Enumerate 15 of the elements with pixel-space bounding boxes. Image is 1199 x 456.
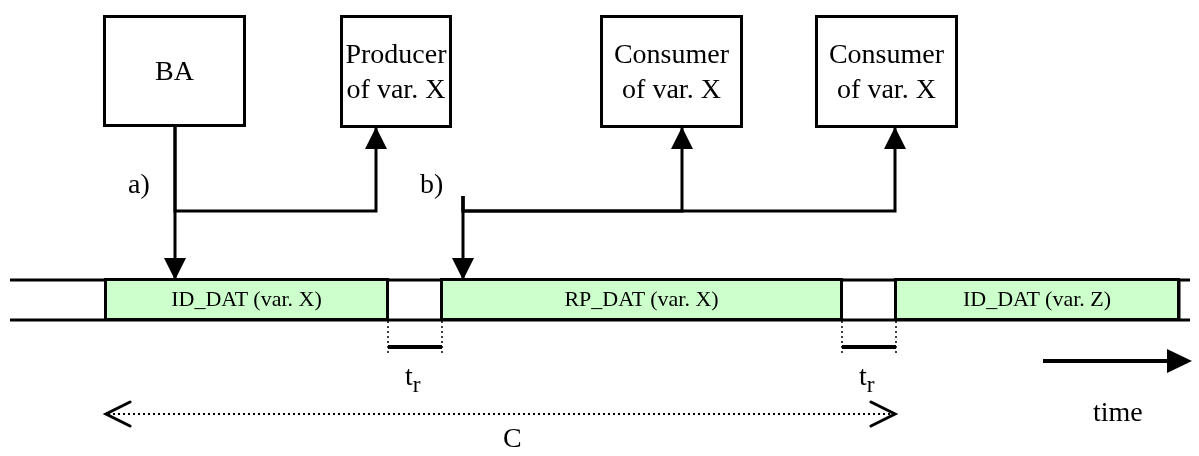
frame-box: RP_DAT (var. X)	[440, 278, 843, 321]
dimension-label: t$_{r}$	[405, 362, 421, 396]
process-box: Consumer of var. X	[600, 15, 743, 128]
process-box: BA	[103, 15, 246, 127]
edge-label: b)	[420, 170, 444, 198]
frame-box: ID_DAT (var. X)	[104, 278, 389, 321]
arrow	[461, 127, 906, 213]
process-box: Producer of var. X	[340, 15, 452, 128]
dimension-label: C	[503, 424, 522, 452]
frame-box: ID_DAT (var. Z)	[894, 278, 1180, 321]
process-box: Consumer of var. X	[815, 15, 958, 128]
dimension-label: t$_{r}$	[859, 362, 875, 396]
dimension-label: time	[1093, 398, 1143, 426]
arrow	[173, 127, 387, 213]
edge-label: a)	[128, 170, 150, 198]
